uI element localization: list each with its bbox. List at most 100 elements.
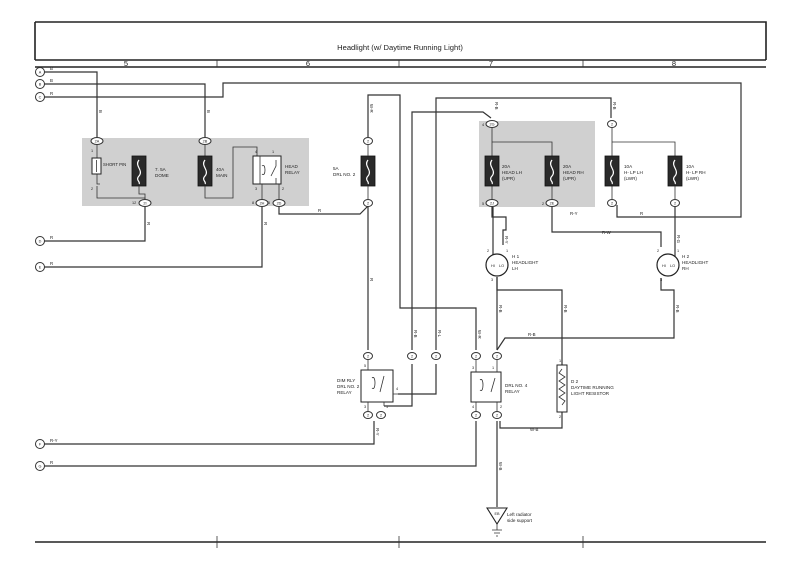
svg-text:HI: HI [491, 264, 495, 268]
svg-text:10A: 10A [624, 164, 633, 169]
svg-text:20A: 20A [502, 164, 511, 169]
svg-text:DAYTIME RUNNING: DAYTIME RUNNING [571, 385, 614, 390]
svg-text:3: 3 [472, 366, 474, 370]
svg-text:HEAD LH: HEAD LH [502, 170, 522, 175]
svg-text:2: 2 [367, 355, 369, 359]
svg-text:4: 4 [482, 123, 484, 127]
svg-text:C: C [39, 96, 42, 100]
svg-text:B: B [98, 110, 103, 113]
svg-text:R-Y: R-Y [375, 428, 380, 436]
svg-text:1: 1 [91, 149, 93, 153]
connector-d: D [35, 236, 45, 246]
connector-e: E [35, 262, 45, 272]
svg-text:40A: 40A [216, 167, 225, 172]
svg-text:4: 4 [396, 387, 398, 391]
pin-2i-bottom: 2I [138, 199, 152, 207]
svg-text:R: R [50, 460, 53, 465]
svg-text:10A: 10A [686, 164, 695, 169]
svg-text:4: 4 [472, 405, 474, 409]
svg-text:2: 2 [380, 414, 382, 418]
pin-2b-top: 2B [198, 137, 212, 145]
svg-text:RELAY: RELAY [285, 170, 300, 175]
svg-text:EB: EB [494, 512, 500, 516]
svg-text:R-B: R-B [498, 305, 503, 313]
svg-text:E: E [39, 266, 42, 270]
svg-text:2: 2 [487, 249, 489, 253]
svg-text:2: 2 [367, 202, 369, 206]
fuse-drl-no2: 2 2 5A DRL NO. 2 [333, 137, 376, 207]
fuse-dome: 7. 5A DOME [131, 155, 169, 199]
daytime-running-light-resistor: 1 2 D 2 DAYTIME RUNNING LIGHT RESISTOR [556, 359, 614, 419]
head-relay: 4 1 3 2 HEAD RELAY [252, 150, 300, 199]
svg-text:A: A [39, 71, 42, 75]
svg-text:B: B [50, 78, 53, 83]
diagram-title: Headlight (w/ Daytime Running Light) [337, 43, 463, 52]
svg-text:5A: 5A [333, 166, 340, 171]
connector-a: A [35, 67, 45, 77]
svg-text:LO: LO [670, 264, 675, 268]
wire-color-labels: B B R R R R-Y R B B R R R W-R R R-B R-L … [50, 66, 681, 471]
svg-text:H- LP LH: H- LP LH [624, 170, 643, 175]
fuse-head-lh-upr: 2G 4 2J 5 20A HEAD LH (UPR) [482, 120, 553, 207]
svg-text:R-Y: R-Y [570, 211, 578, 216]
svg-text:R: R [318, 208, 321, 213]
svg-text:R-Y: R-Y [504, 236, 509, 244]
svg-text:2: 2 [475, 414, 477, 418]
column-7: 7 [489, 59, 493, 68]
svg-text:R: R [50, 91, 53, 96]
svg-text:R-Y: R-Y [50, 438, 58, 443]
svg-text:2: 2 [559, 415, 561, 419]
ground-eb: EB Left radiator side support [486, 507, 533, 537]
svg-text:R-B: R-B [413, 330, 418, 338]
svg-text:RELAY: RELAY [505, 389, 520, 394]
dim-relay-drl-no2: 2 2 2 2 2 5 4 3 1 DIM RLY DRL NO. 2 RELA… [337, 352, 441, 419]
svg-text:B: B [50, 66, 53, 71]
svg-text:R-B: R-B [675, 305, 680, 313]
svg-text:SHORT PIN: SHORT PIN [103, 162, 126, 167]
headlight-rh: HI LO 2 1 3 H 2 HEADLIGHT RH [656, 249, 708, 282]
svg-text:D 2: D 2 [571, 379, 579, 384]
svg-text:RELAY: RELAY [337, 390, 352, 395]
svg-text:HEAD: HEAD [285, 164, 298, 169]
column-8: 8 [672, 59, 676, 68]
column-6: 6 [306, 59, 310, 68]
svg-text:B: B [39, 83, 42, 87]
svg-text:D: D [39, 240, 42, 244]
svg-text:2: 2 [674, 202, 676, 206]
svg-text:R: R [50, 261, 53, 266]
pin-2d-bottom: 2D [272, 199, 286, 207]
svg-text:R: R [263, 222, 268, 225]
svg-text:H- LP RH: H- LP RH [686, 170, 706, 175]
svg-text:R: R [50, 235, 53, 240]
svg-text:2: 2 [611, 202, 613, 206]
svg-text:DOME: DOME [155, 173, 169, 178]
svg-text:HI: HI [662, 264, 666, 268]
svg-text:HEADLIGHT: HEADLIGHT [512, 260, 538, 265]
svg-text:F: F [39, 443, 42, 447]
svg-text:(LWR): (LWR) [686, 176, 699, 181]
svg-text:R-B: R-B [563, 305, 568, 313]
svg-text:2: 2 [657, 249, 659, 253]
svg-text:B: B [206, 110, 211, 113]
svg-text:1: 1 [559, 359, 561, 363]
svg-text:2: 2 [475, 355, 477, 359]
svg-text:3: 3 [491, 278, 493, 282]
pin-num-5: 5 [268, 201, 270, 205]
svg-text:R: R [146, 222, 151, 225]
wiring [40, 71, 742, 507]
svg-text:2: 2 [500, 405, 502, 409]
svg-text:2A: 2A [95, 140, 100, 144]
column-5: 5 [124, 59, 128, 68]
svg-text:G: G [39, 465, 42, 469]
svg-text:MAIN: MAIN [216, 173, 227, 178]
headlight-lh: HI LO 2 1 3 H 1 HEADLIGHT LH [485, 249, 538, 282]
svg-text:2E: 2E [550, 202, 555, 206]
svg-text:R: R [369, 278, 374, 281]
svg-text:1: 1 [272, 150, 274, 154]
svg-text:W-B: W-B [530, 427, 539, 432]
svg-text:3: 3 [364, 405, 366, 409]
svg-text:W-B: W-B [498, 462, 503, 471]
pin-num-8: 8 [252, 201, 254, 205]
svg-text:2: 2 [411, 355, 413, 359]
